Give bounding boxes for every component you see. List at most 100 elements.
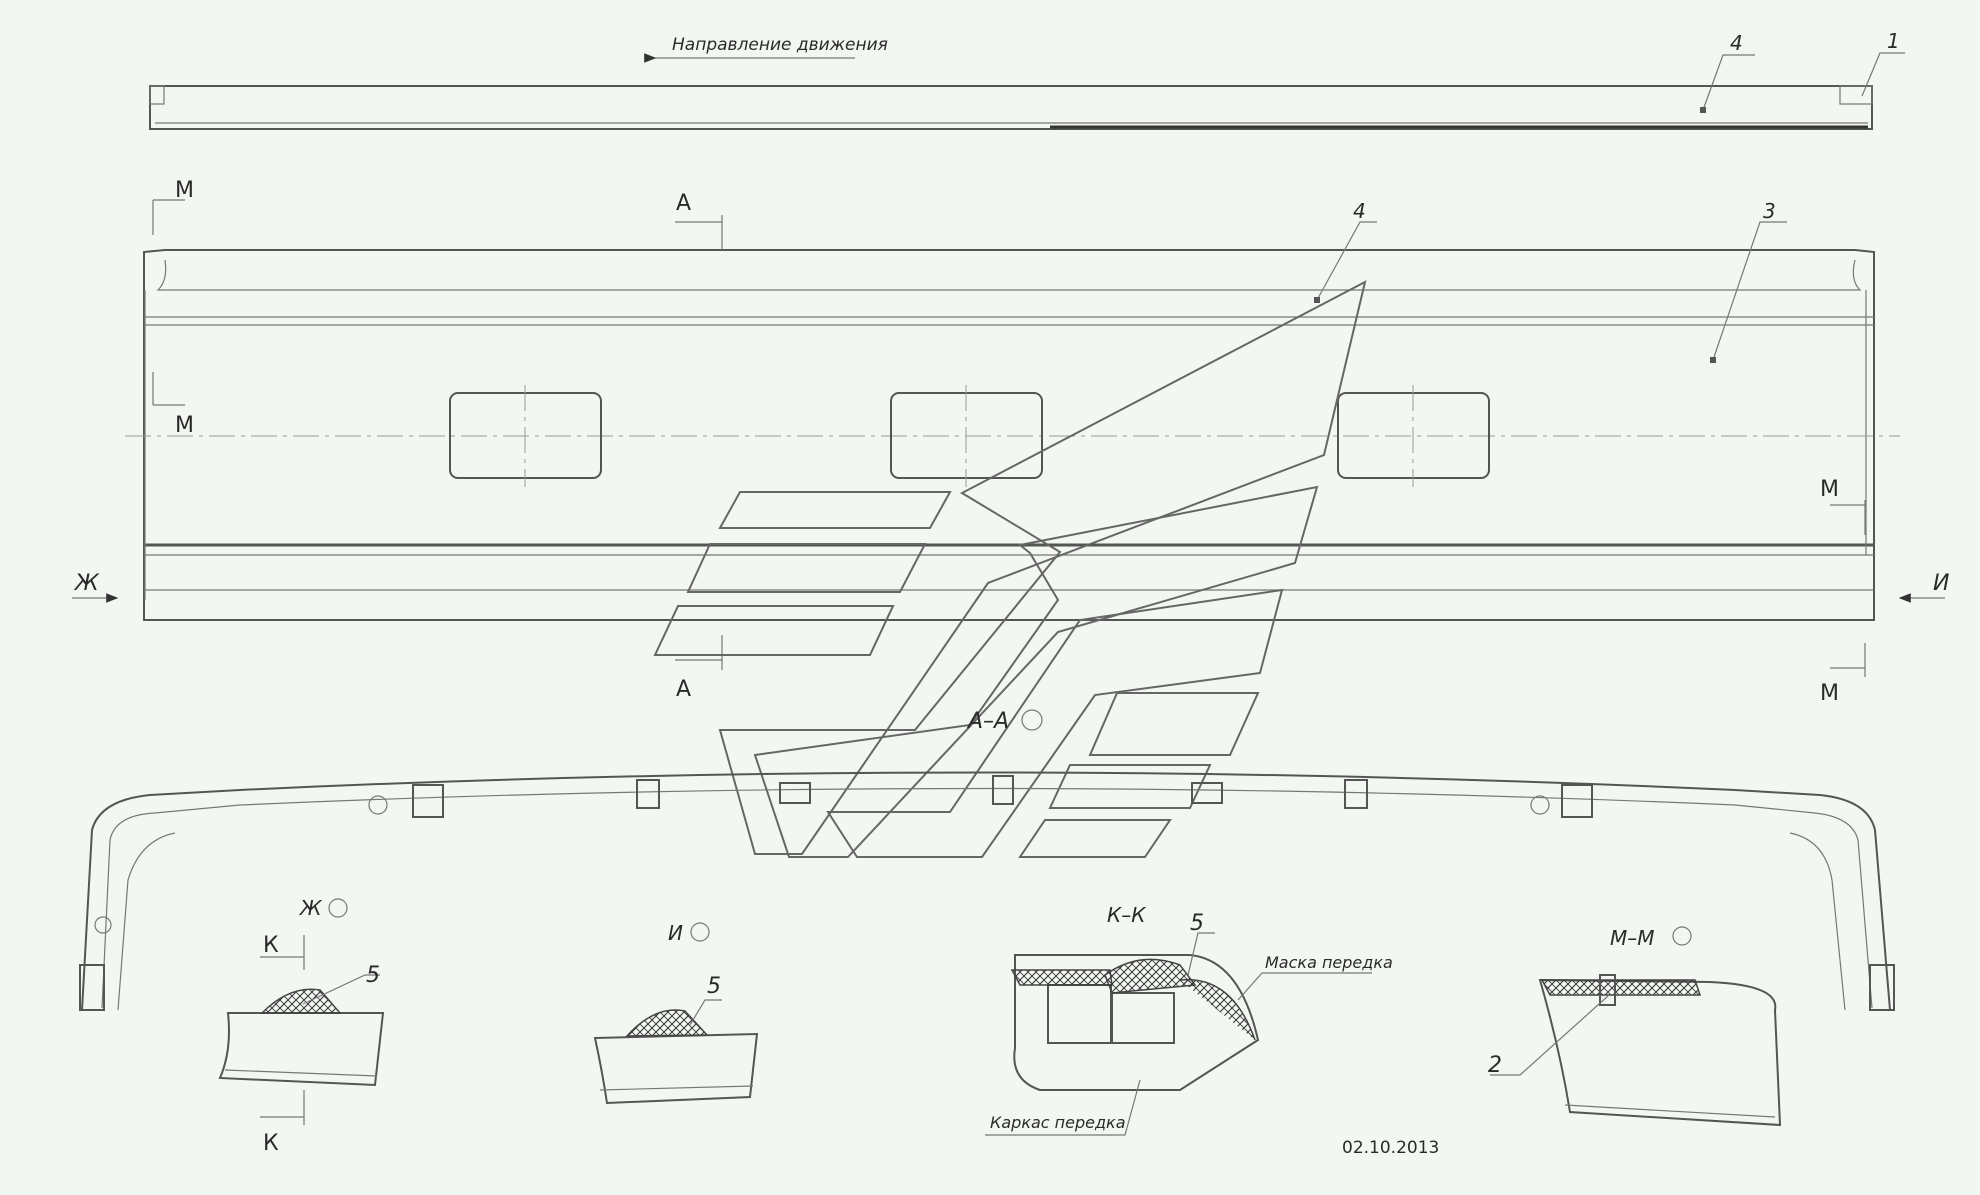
pos-5-i: 5 bbox=[707, 974, 721, 999]
kk-box-left bbox=[1047, 984, 1112, 1044]
mm-body-line bbox=[1564, 1104, 1776, 1118]
section-m-top-left bbox=[152, 199, 185, 235]
plan-view: А–А bbox=[79, 709, 1895, 1011]
plan-bracket-2 bbox=[636, 779, 660, 809]
pos-4-top: 4 bbox=[1730, 31, 1743, 55]
plan-bracket-3 bbox=[779, 782, 811, 804]
section-k-top bbox=[260, 935, 305, 970]
kk-box-right bbox=[1111, 992, 1175, 1044]
leader-4-dot bbox=[1314, 297, 1320, 303]
i-body bbox=[593, 1032, 759, 1105]
section-a-top bbox=[675, 215, 723, 250]
frame-label: Каркас передка bbox=[990, 1113, 1126, 1132]
leader-4-top bbox=[1702, 54, 1755, 111]
section-k-bottom bbox=[260, 1090, 305, 1125]
plan-bracket-7 bbox=[1561, 784, 1593, 818]
panel-outline bbox=[143, 249, 1875, 621]
date-stamp: 02.10.2013 bbox=[1342, 1138, 1439, 1158]
logo-bar-5 bbox=[1048, 764, 1212, 809]
top-view: Направление движения 4 1 bbox=[149, 29, 1905, 130]
label-m-1: М bbox=[175, 178, 194, 203]
label-m-4: М bbox=[1820, 681, 1839, 706]
plan-hole-side bbox=[94, 916, 112, 934]
strip-bracket-left bbox=[149, 85, 165, 105]
rotate-icon-mm bbox=[1672, 926, 1692, 946]
detail-zh: Ж 5 К К bbox=[218, 896, 385, 1156]
leader-5-zh bbox=[302, 974, 380, 1005]
leader-frame bbox=[985, 1079, 1141, 1136]
label-mm: М–М bbox=[1610, 926, 1655, 950]
section-a-bottom bbox=[675, 635, 723, 670]
label-i: И bbox=[1933, 571, 1949, 596]
logo-bar-1 bbox=[718, 491, 952, 529]
label-a-bottom: А bbox=[676, 677, 691, 702]
mm-top-hatch bbox=[1540, 979, 1702, 996]
logo-wing bbox=[718, 280, 1367, 855]
label-k-top: К bbox=[263, 933, 279, 958]
kk-top-hatch bbox=[1010, 969, 1113, 986]
zh-body bbox=[218, 1012, 385, 1087]
pos-4-front: 4 bbox=[1353, 199, 1366, 223]
section-m-mid-left bbox=[152, 372, 185, 406]
plan-bracket-5 bbox=[1191, 782, 1223, 804]
panel-top-bead bbox=[156, 259, 1862, 291]
label-a-top: А bbox=[676, 191, 691, 216]
rotate-icon-zh bbox=[328, 898, 348, 918]
label-zh: Ж bbox=[73, 571, 100, 596]
pos-3: 3 bbox=[1763, 199, 1776, 223]
leader-1 bbox=[1861, 52, 1905, 97]
leader-3 bbox=[1712, 221, 1787, 361]
leader-4-front bbox=[1316, 221, 1377, 301]
label-i-view: И bbox=[668, 921, 683, 945]
detail-i: И 5 bbox=[593, 921, 759, 1105]
plan-inner-contour bbox=[101, 787, 1873, 1009]
leader-2 bbox=[1490, 995, 1609, 1076]
plan-side-lines bbox=[117, 832, 1846, 1011]
logo-stroke-2 bbox=[753, 485, 1319, 858]
strip-bracket-right bbox=[1839, 85, 1873, 105]
leader-3-dot bbox=[1710, 357, 1716, 363]
plan-hole-left bbox=[368, 795, 388, 815]
section-m-right-lower bbox=[1830, 643, 1866, 677]
label-m-3: М bbox=[1820, 477, 1839, 502]
label-aa: А–А bbox=[966, 709, 1009, 734]
logo-bar-6 bbox=[1018, 819, 1172, 858]
plan-outer-contour bbox=[81, 771, 1891, 1011]
rotate-icon-i bbox=[690, 922, 710, 942]
leader-5-i bbox=[689, 999, 722, 1026]
label-kk: К–К bbox=[1107, 903, 1146, 927]
plan-hole-right bbox=[1530, 795, 1550, 815]
logo-bar-3 bbox=[653, 605, 895, 656]
section-m-right-upper bbox=[1830, 500, 1866, 535]
leader-dot bbox=[1700, 107, 1706, 113]
plan-bracket-1 bbox=[412, 784, 444, 818]
i-seal-hatch bbox=[625, 1009, 709, 1037]
pos-2: 2 bbox=[1488, 1053, 1502, 1078]
mm-insert bbox=[1599, 974, 1616, 1006]
pos-1: 1 bbox=[1887, 29, 1900, 53]
direction-label: Направление движения bbox=[672, 35, 888, 55]
logo-stroke-3 bbox=[826, 588, 1284, 858]
pos-5-zh: 5 bbox=[366, 963, 380, 988]
label-zh-view: Ж bbox=[298, 896, 323, 920]
mask-label: Маска передка bbox=[1265, 953, 1393, 972]
kk-outline bbox=[1013, 954, 1260, 1091]
label-m-2: М bbox=[175, 413, 194, 438]
pos-5-kk: 5 bbox=[1190, 911, 1204, 936]
detail-mm: М–М 2 bbox=[1488, 926, 1782, 1127]
kk-seal-hatch bbox=[1104, 958, 1197, 994]
logo-bar-2 bbox=[686, 543, 927, 593]
mm-body bbox=[1538, 978, 1782, 1127]
logo-bar-4 bbox=[1088, 692, 1260, 756]
logo-emblem bbox=[653, 280, 1367, 858]
zh-body-line bbox=[224, 1069, 378, 1077]
strip-outline bbox=[149, 85, 1873, 130]
plan-end-right bbox=[1869, 964, 1895, 1011]
rotate-icon-aa bbox=[1021, 709, 1043, 731]
label-k-bottom: К bbox=[263, 1131, 279, 1156]
detail-kk: К–К 5 Маска передка Каркас передка bbox=[985, 903, 1393, 1136]
plan-bracket-4 bbox=[992, 775, 1014, 805]
front-view: М М М М А А Ж И 4 3 bbox=[72, 178, 1949, 706]
plan-bracket-6 bbox=[1344, 779, 1368, 809]
